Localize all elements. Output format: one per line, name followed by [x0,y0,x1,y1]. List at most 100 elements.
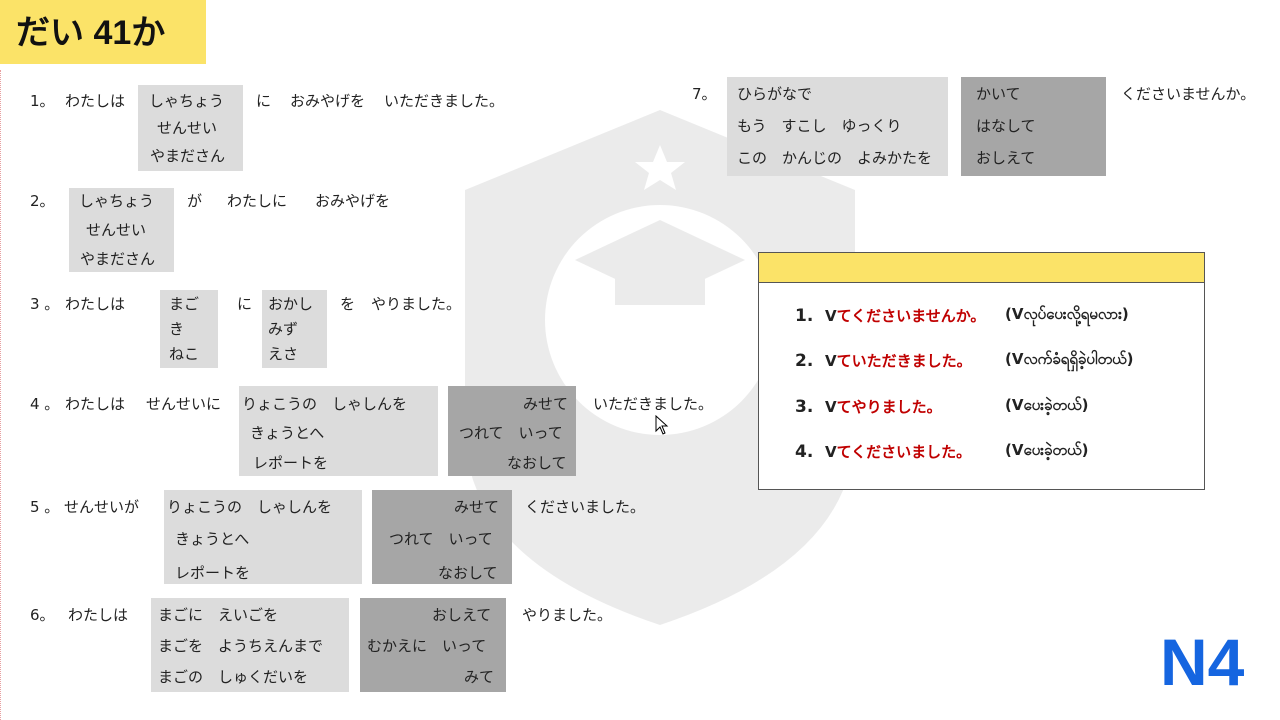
example-3-option: ねこ [169,345,200,363]
summary-row-4: 4. Vてくださいました。 (Vပေးခဲ့တယ်) [795,441,1088,462]
example-6-option: おしえて [432,606,492,624]
example-1-particle: に [256,92,272,110]
example-4-option: レポートを [253,454,329,472]
example-6-option: まごに えいごを [158,606,279,624]
example-5-option: つれて いって [389,530,493,548]
example-4-option: きょうとへ [250,424,325,442]
margin-line [0,70,1,720]
example-7-option: かいて [976,85,1021,103]
example-2-option: しゃちょう [79,192,155,210]
example-6-option: まごの しゅくだいを [158,668,309,686]
example-5-options-verb [372,490,512,584]
example-6-option: まごを ようちえんまで [158,637,324,655]
example-3-option: えさ [268,345,299,363]
summary-row-number: 3. [795,397,814,417]
example-7-option: ひらがなで [737,85,813,103]
example-2-recipient: わたしに [227,192,288,210]
example-3-options-object [262,290,327,368]
example-5-option: りょこうの しゃしんを [167,498,333,516]
summary-row-2: 2. Vていただきました。 (Vလက်ခံရရှိခဲ့ပါတယ်) [795,350,1133,371]
mouse-pointer-icon [655,415,669,435]
example-1-verb: いただきました。 [384,92,505,110]
example-7-number: 7。 [692,85,717,103]
example-2-object: おみやげを [315,192,391,210]
summary-row-meaning: (Vလုပ်ပေးလို့ရမလား) [1005,305,1129,323]
example-2-particle: が [187,192,203,210]
example-5-option: みせて [454,498,500,516]
example-4-option: つれて いって [459,424,563,442]
summary-row-verb: V [825,352,837,370]
example-7-options-verb [961,77,1106,176]
example-4-options-verb [448,386,576,476]
example-3-option: き [169,320,185,338]
summary-row-pattern: ていただきました。 [836,352,972,370]
grammar-summary-box: 1.Vてくださいませんか。 (Vလုပ်ပေးလို့ရမလား) 2.Vていた… [758,252,1205,490]
summary-row-1: 1. Vてくださいませんか。 (Vလုပ်ပေးလို့ရမလား) [795,305,1129,326]
example-3-options-recipient [160,290,218,368]
example-7-option: この かんじの よみかたを [737,149,933,167]
example-6-option: みて [464,668,495,686]
example-7-option: もう すこし ゆっくり [737,117,902,135]
example-3-object-particle: を [340,295,356,313]
example-6-number: 6。 [30,606,55,624]
example-4-number: 4 。 [30,395,60,413]
example-1-number: 1。 [30,92,55,110]
example-7-verb: くださいませんか。 [1121,85,1256,103]
example-3-particle: に [237,295,253,313]
example-5-option: きょうとへ [175,530,250,548]
summary-row-pattern: てくださいませんか。 [836,307,986,325]
level-badge: N4 [1160,625,1245,699]
example-5-option: なおして [438,564,498,582]
example-1-option: せんせい [157,119,218,137]
example-6-verb: やりました。 [522,606,613,624]
example-5-subject: せんせいが [64,498,140,516]
example-7-option: はなして [976,117,1036,135]
example-3-option: みず [268,320,299,338]
summary-row-number: 1. [795,306,814,326]
example-2-option: せんせい [86,221,147,239]
example-1-subject: わたしは [65,92,126,110]
lesson-title: だい 41か [0,0,206,64]
summary-row-verb: V [825,398,837,416]
example-2-options [69,188,174,272]
example-7-options-manner [727,77,948,176]
example-6-option: むかえに いって [367,637,487,655]
example-3-subject: わたしは [65,295,126,313]
example-4-option: りょこうの しゃしんを [242,395,408,413]
example-4-options-object [239,386,438,476]
example-1-object: おみやげを [290,92,366,110]
example-3-option: おかし [268,295,314,313]
example-3-number: 3 。 [30,295,60,313]
summary-row-pattern: てやりました。 [836,398,942,416]
example-5-number: 5 。 [30,498,60,516]
summary-row-3: 3. Vてやりました。 (Vပေးခဲ့တယ်) [795,396,1088,417]
example-6-options-object [151,598,349,692]
example-6-subject: わたしは [68,606,129,624]
summary-row-meaning: (Vလက်ခံရရှိခဲ့ပါတယ်) [1005,350,1134,368]
summary-row-meaning: (Vပေးခဲ့တယ်) [1005,441,1089,459]
example-2-option: やまださん [80,250,156,268]
example-1-option: やまださん [150,147,226,165]
example-7-option: おしえて [976,149,1036,167]
example-4-option: みせて [523,395,569,413]
example-4-source: せんせいに [146,395,222,413]
summary-row-pattern: てくださいました。 [836,443,972,461]
example-3-option: まご [169,295,200,313]
example-2-number: 2。 [30,192,55,210]
example-5-option: レポートを [175,564,251,582]
example-6-options-verb [360,598,506,692]
example-4-subject: わたしは [65,395,126,413]
summary-row-number: 2. [795,351,814,371]
example-1-option: しゃちょう [149,92,225,110]
summary-row-verb: V [825,307,837,325]
summary-row-verb: V [825,443,837,461]
example-5-verb: くださいました。 [525,498,646,516]
summary-row-number: 4. [795,442,814,462]
example-5-options-object [164,490,362,584]
example-1-options [138,85,243,171]
summary-row-meaning: (Vပေးခဲ့တယ်) [1005,396,1089,414]
summary-header-bar [759,253,1204,283]
example-3-verb: やりました。 [371,295,462,313]
example-4-verb: いただきました。 [593,395,714,413]
example-4-option: なおして [507,454,567,472]
